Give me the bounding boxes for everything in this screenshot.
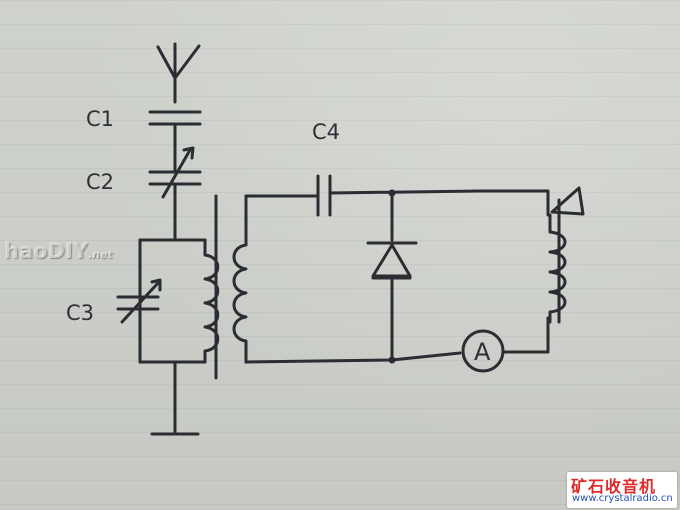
wire-top-right [328,189,550,217]
earphone-icon [550,186,585,216]
watermark-haodiy: haoDIY.net [4,239,113,263]
watermark-haodiy-suffix: .net [88,248,113,261]
capacitor-c4 [316,174,332,217]
watermark-crystalradio-title: 矿石收音机 [571,477,657,496]
label-c2: C2 [86,170,114,194]
wire-bottom-rail [244,351,462,364]
secondary-coil [232,216,248,364]
earphone-coil [548,213,567,324]
watermark-haodiy-main: haoDIY [4,239,88,263]
watermark-crystalradio-url: www.crystalradio.cn [572,493,673,504]
wire-ammeter-right [501,316,550,354]
watermark-crystalradio: 矿石收音机 www.crystalradio.cn [567,472,677,508]
label-c4: C4 [312,120,340,144]
label-c1: C1 [86,107,114,131]
capacitor-c1 [148,110,202,126]
label-c3: C3 [66,301,94,325]
diode-symbol [366,241,418,280]
antenna-symbol [156,42,201,104]
capacitor-c3-variable [116,278,162,324]
ammeter-label: A [474,338,491,366]
